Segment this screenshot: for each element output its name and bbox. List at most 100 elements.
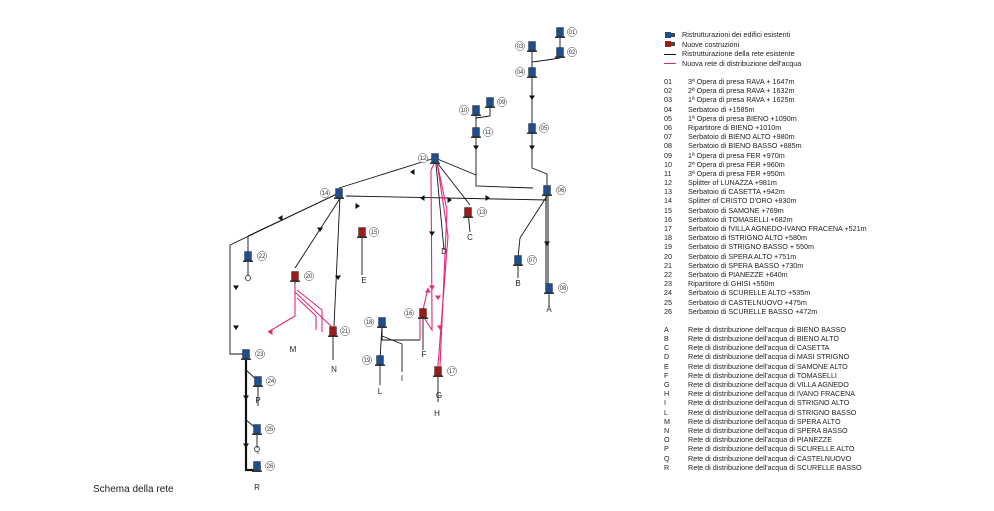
tank-base-icon — [542, 194, 552, 196]
node-number: 20 — [306, 274, 313, 280]
item-code: 26 — [664, 306, 672, 316]
node-number-badge — [459, 105, 469, 115]
legend-item: Nuove costruzioni — [664, 40, 964, 50]
list-item: F Rete di distribuzione dell'acqua di TOM… — [664, 371, 964, 380]
node-number: 17 — [449, 369, 456, 375]
tank-base-icon — [375, 364, 385, 366]
pipe-line — [345, 195, 548, 201]
item-description: Rete di distribuzione dell'acqua di TOMA… — [688, 370, 837, 380]
tank-base-icon — [430, 162, 440, 164]
item-description: Serbatoio di BIENO BASSO +885m — [688, 141, 802, 151]
node-20: 20 — [290, 271, 314, 282]
node-number-badge — [527, 255, 537, 265]
item-description: Splitter of CRISTO D'ORO +830m — [688, 196, 797, 206]
network-tap-C: C — [467, 233, 473, 242]
flow-arrow-icon — [544, 241, 550, 246]
node-17: 17 — [433, 366, 457, 377]
new-tank-icon — [329, 326, 337, 336]
node-06: 06 — [542, 185, 566, 196]
item-description: Serbatoio di SPERA ALTO +751m — [688, 251, 797, 261]
node-05: 05 — [527, 123, 549, 134]
flow-arrow-icon — [447, 197, 452, 203]
item-code: 03 — [664, 95, 672, 105]
tank-icon — [335, 188, 343, 198]
item-code: 15 — [664, 205, 672, 215]
item-code: P — [664, 444, 669, 454]
pipe-line — [531, 36, 561, 128]
tank-base-icon — [433, 375, 443, 377]
item-code: 12 — [664, 178, 672, 188]
item-code: 01 — [664, 77, 672, 86]
item-description: Ripartitore di BIENO +1010m — [688, 122, 782, 132]
item-description: Serbatoio di SCURELLE BASSO +472m — [688, 306, 818, 316]
tank-base-icon — [555, 56, 565, 58]
node-number: 15 — [371, 230, 378, 236]
network-tap-F: F — [422, 350, 427, 359]
node-number-badge — [556, 185, 566, 195]
node-number: 03 — [517, 44, 524, 50]
item-code: G — [664, 380, 670, 389]
item-description: Serbatoio di fSTRIGNO ALTO +580m — [688, 233, 807, 243]
network-tap-A: A — [546, 305, 552, 314]
item-code: 10 — [664, 159, 672, 169]
node-19: 19 — [362, 355, 385, 366]
node-number-badge — [477, 207, 487, 217]
network-tap-H: H — [434, 409, 440, 418]
network-tap-B: B — [515, 279, 520, 288]
tank-icon — [528, 67, 536, 77]
node-09: 09 — [485, 97, 507, 108]
item-code: I — [664, 398, 666, 408]
pipe-line — [434, 159, 471, 206]
flow-arrow-icon — [243, 395, 249, 400]
pipe-line-icon — [664, 50, 678, 58]
item-description: Serbatoio di fVILLA AGNEDO-IVANO FRACENA… — [688, 224, 867, 233]
node-number: 23 — [257, 352, 264, 358]
pipe-line — [333, 195, 341, 327]
node-number-badge — [567, 47, 577, 57]
flow-arrow-icon — [410, 169, 415, 175]
new-tank-icon — [434, 366, 442, 376]
item-code: 21 — [664, 260, 672, 270]
item-code: 09 — [664, 150, 672, 160]
network-tap-O: O — [245, 274, 251, 283]
node-number-badge — [340, 326, 350, 336]
item-code: 02 — [664, 86, 672, 96]
tank-icon — [253, 424, 261, 434]
node-number: 16 — [406, 311, 413, 317]
item-code: F — [664, 370, 669, 380]
tank-icon — [472, 127, 480, 137]
item-description: Rete di distribuzione dell'acqua di STRI… — [688, 398, 850, 408]
legend-label: Nuova rete di distribuzione dell'acqua — [682, 58, 802, 68]
tank-icon — [486, 97, 494, 107]
node-number-badge — [567, 27, 577, 37]
node-18: 18 — [364, 317, 387, 328]
item-description: Serbatoio di +1585m — [688, 104, 755, 114]
tank-base-icon — [471, 136, 481, 138]
node-number: 26 — [267, 464, 274, 470]
network-tap-M: M — [290, 345, 297, 354]
pipe-line — [435, 163, 445, 251]
node-22: 22 — [243, 251, 267, 262]
new-flow-arrow-icon — [268, 329, 273, 335]
tank-base-icon — [377, 326, 387, 328]
node-number: 11 — [485, 130, 492, 136]
